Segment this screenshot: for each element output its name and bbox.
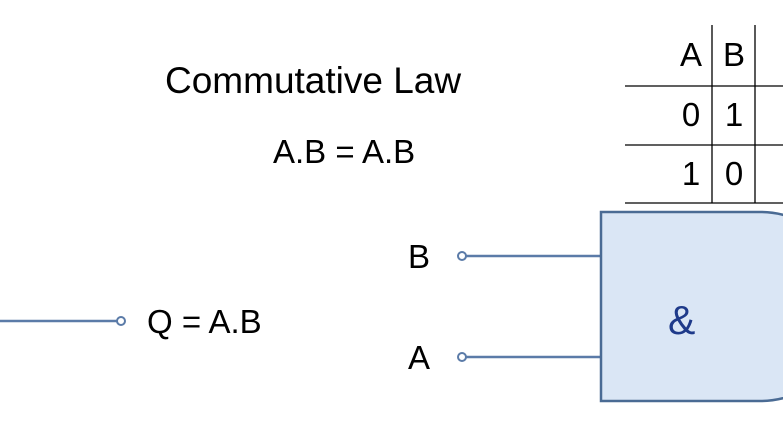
output-terminal bbox=[116, 316, 126, 326]
and-gate-symbol: & bbox=[668, 297, 696, 343]
table-header-b: B bbox=[722, 36, 745, 73]
and-gate-body bbox=[599, 210, 783, 403]
table-header-a: A bbox=[679, 36, 702, 73]
table-cell: 0 bbox=[681, 96, 701, 133]
input-a-label: A bbox=[408, 339, 431, 376]
diagram-title: Commutative Law bbox=[165, 60, 462, 101]
table-cell: 1 bbox=[724, 96, 744, 133]
output-label: Q = A.B bbox=[147, 303, 262, 340]
input-b-terminal bbox=[457, 251, 467, 261]
truth-table-grid bbox=[625, 25, 783, 204]
law-equation: A.B = A.B bbox=[273, 133, 416, 170]
input-a-terminal bbox=[457, 352, 467, 362]
input-b-label: B bbox=[408, 238, 431, 275]
table-cell: 0 bbox=[724, 155, 744, 192]
table-cell: 1 bbox=[681, 155, 701, 192]
